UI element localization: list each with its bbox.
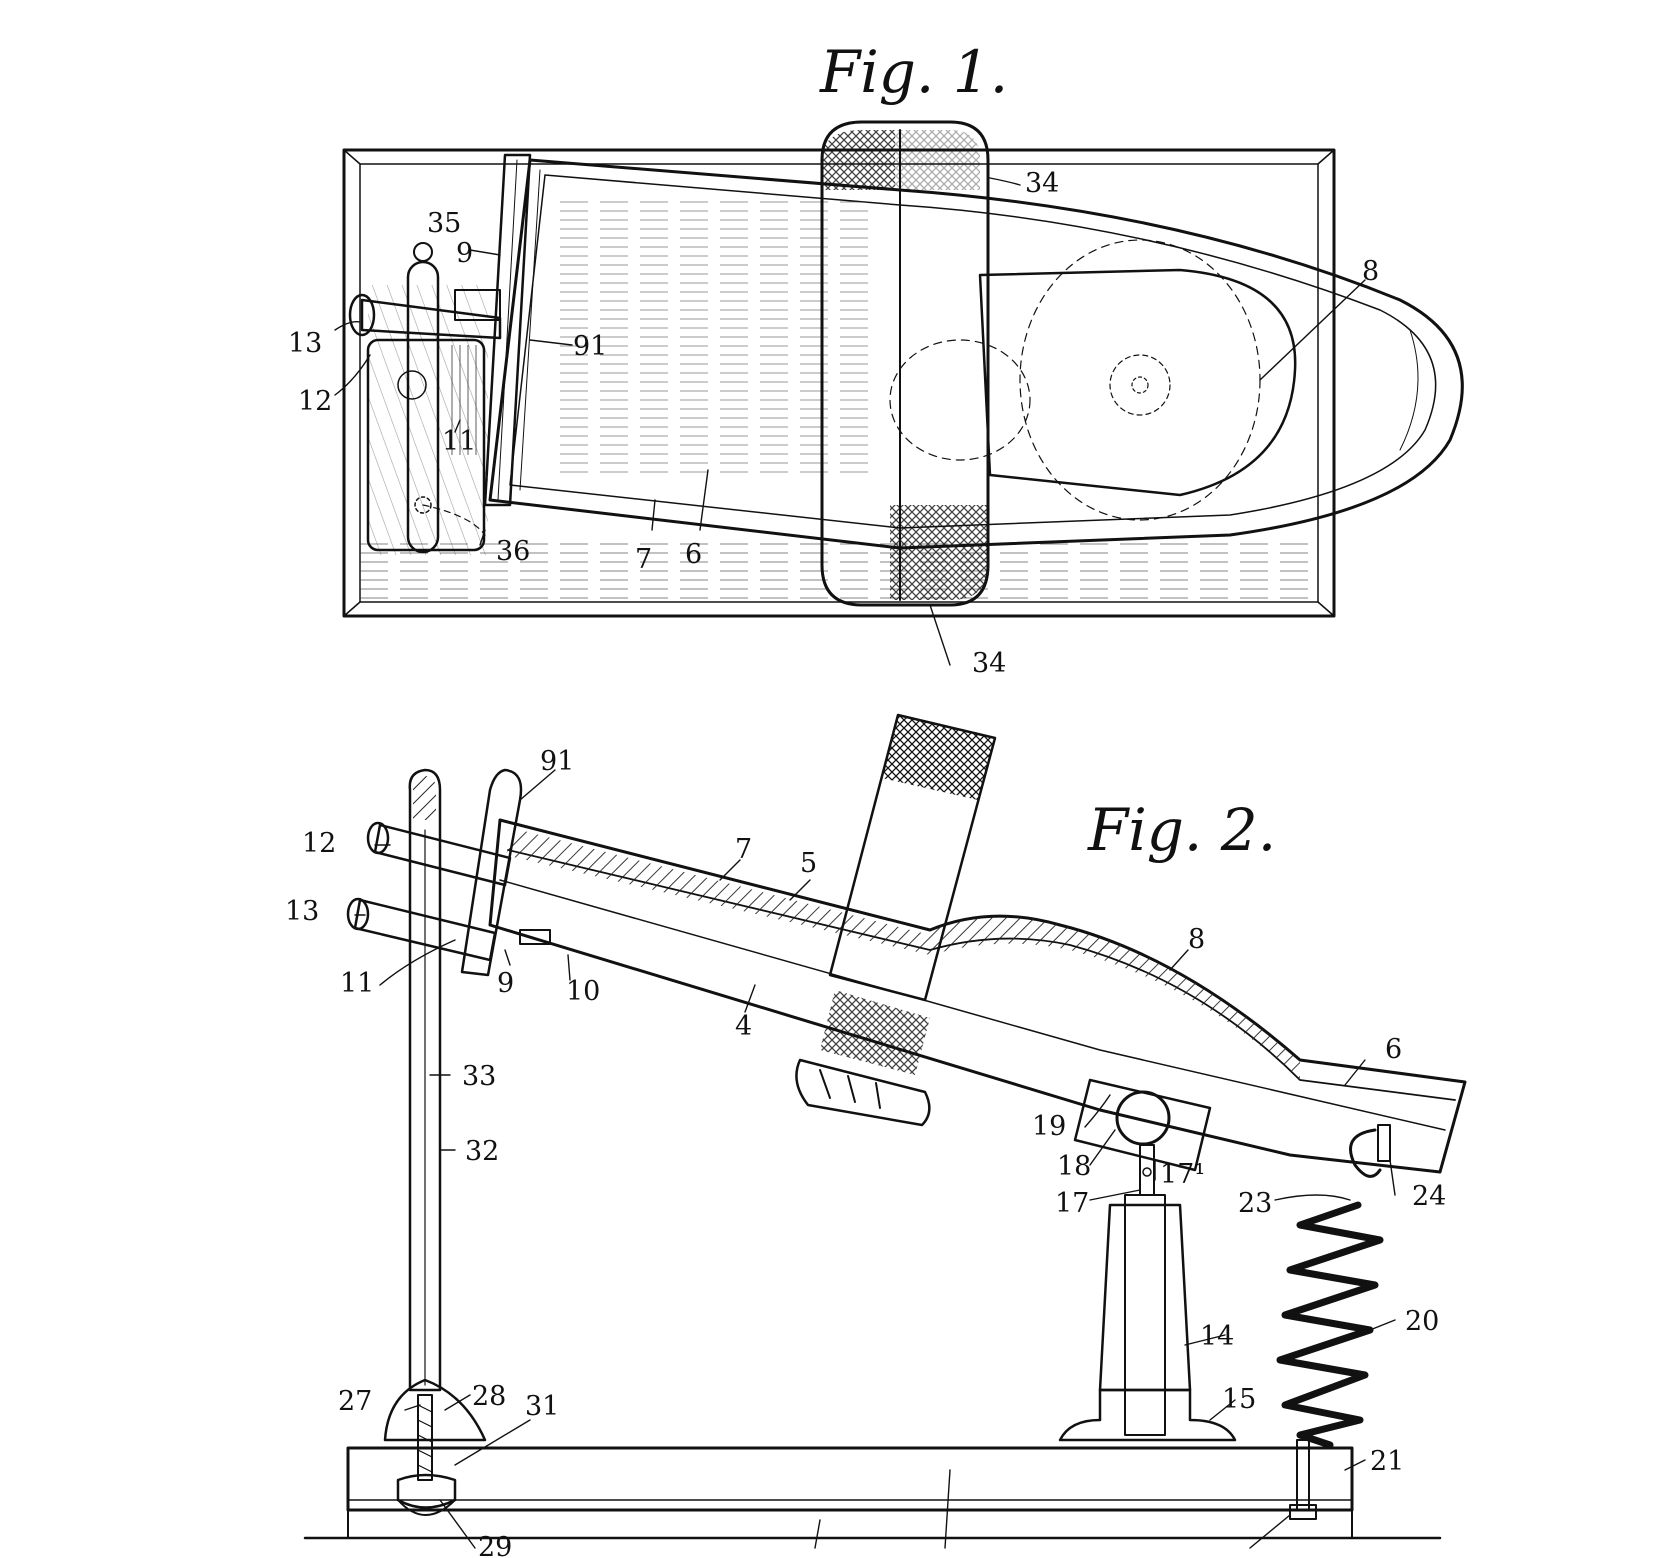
fig2-title: Fig. 2. xyxy=(1087,796,1276,864)
fig2-leader-lines xyxy=(354,769,1396,1549)
fig2-label-7: 7 xyxy=(735,834,752,865)
fig2-strap xyxy=(795,713,997,1127)
fig2-label-31: 31 xyxy=(525,1391,559,1422)
fig1-label-13: 13 xyxy=(288,328,322,359)
figure-2: Fig. 2. xyxy=(285,713,1467,1558)
fig2-label-11: 11 xyxy=(340,968,374,999)
fig2-label-32: 32 xyxy=(465,1136,499,1167)
figure-1: Fig. 1. xyxy=(288,38,1464,679)
fig2-label-10: 10 xyxy=(566,976,600,1007)
fig1-end-plate xyxy=(483,153,541,507)
fig2-label-23: 23 xyxy=(1238,1188,1272,1219)
fig1-label-35: 35 xyxy=(427,208,461,239)
fig1-label-6: 6 xyxy=(685,539,702,570)
fig1-label-8: 8 xyxy=(1362,256,1379,287)
fig2-label-28: 28 xyxy=(472,1381,506,1412)
fig2-label-17-prime: 17¹ xyxy=(1160,1159,1205,1190)
fig1-label-36: 36 xyxy=(496,536,530,567)
fig2-inclined-foot-rest xyxy=(488,818,1467,1174)
fig2-label-19: 19 xyxy=(1032,1111,1066,1142)
fig2-label-13: 13 xyxy=(285,896,319,927)
fig1-base-board xyxy=(342,148,1336,618)
fig1-label-34-bottom: 34 xyxy=(972,648,1006,679)
fig2-label-12: 12 xyxy=(302,828,336,859)
fig1-label-12: 12 xyxy=(298,386,332,417)
fig2-rods xyxy=(346,821,512,962)
fig1-label-11: 11 xyxy=(442,426,476,457)
fig2-label-6: 6 xyxy=(1385,1034,1402,1065)
fig1-title: Fig. 1. xyxy=(819,38,1008,106)
fig2-label-91: 91 xyxy=(540,746,574,777)
fig1-leader-lines xyxy=(334,177,1366,666)
fig2-label-29: 29 xyxy=(478,1532,512,1558)
fig2-label-20: 20 xyxy=(1405,1306,1439,1337)
fig1-label-7: 7 xyxy=(635,544,652,575)
fig2-label-24: 24 xyxy=(1412,1181,1446,1212)
fig2-label-27: 27 xyxy=(338,1386,372,1417)
fig1-label-91: 91 xyxy=(573,331,607,362)
fig2-end-plate xyxy=(460,768,551,977)
fig2-label-5: 5 xyxy=(800,848,817,879)
fig2-reference-numerals: 91 12 13 11 9 10 7 5 4 8 6 19 18 17¹ 17 … xyxy=(285,746,1446,1558)
fig1-clamp-assembly xyxy=(348,242,502,555)
fig2-label-9: 9 xyxy=(497,968,514,999)
fig2-label-15: 15 xyxy=(1222,1384,1256,1415)
fig2-label-8: 8 xyxy=(1188,924,1205,955)
fig2-base-board xyxy=(303,1446,1442,1540)
fig2-label-17: 17 xyxy=(1055,1188,1089,1219)
fig1-foot-rest xyxy=(488,158,1464,550)
fig2-label-4: 4 xyxy=(735,1011,752,1042)
fig2-label-14: 14 xyxy=(1200,1321,1234,1352)
fig2-label-18: 18 xyxy=(1057,1151,1091,1182)
fig2-vertical-rod xyxy=(383,768,487,1516)
fig2-label-21: 21 xyxy=(1370,1446,1404,1477)
fig1-strap xyxy=(820,120,990,607)
fig2-label-33: 33 xyxy=(462,1061,496,1092)
fig2-pedestal xyxy=(1058,1078,1237,1442)
fig1-label-9: 9 xyxy=(456,238,473,269)
fig1-label-34-top: 34 xyxy=(1025,168,1059,199)
fig1-reference-numerals: 35 9 13 12 11 91 36 7 6 34 34 8 xyxy=(288,168,1379,679)
